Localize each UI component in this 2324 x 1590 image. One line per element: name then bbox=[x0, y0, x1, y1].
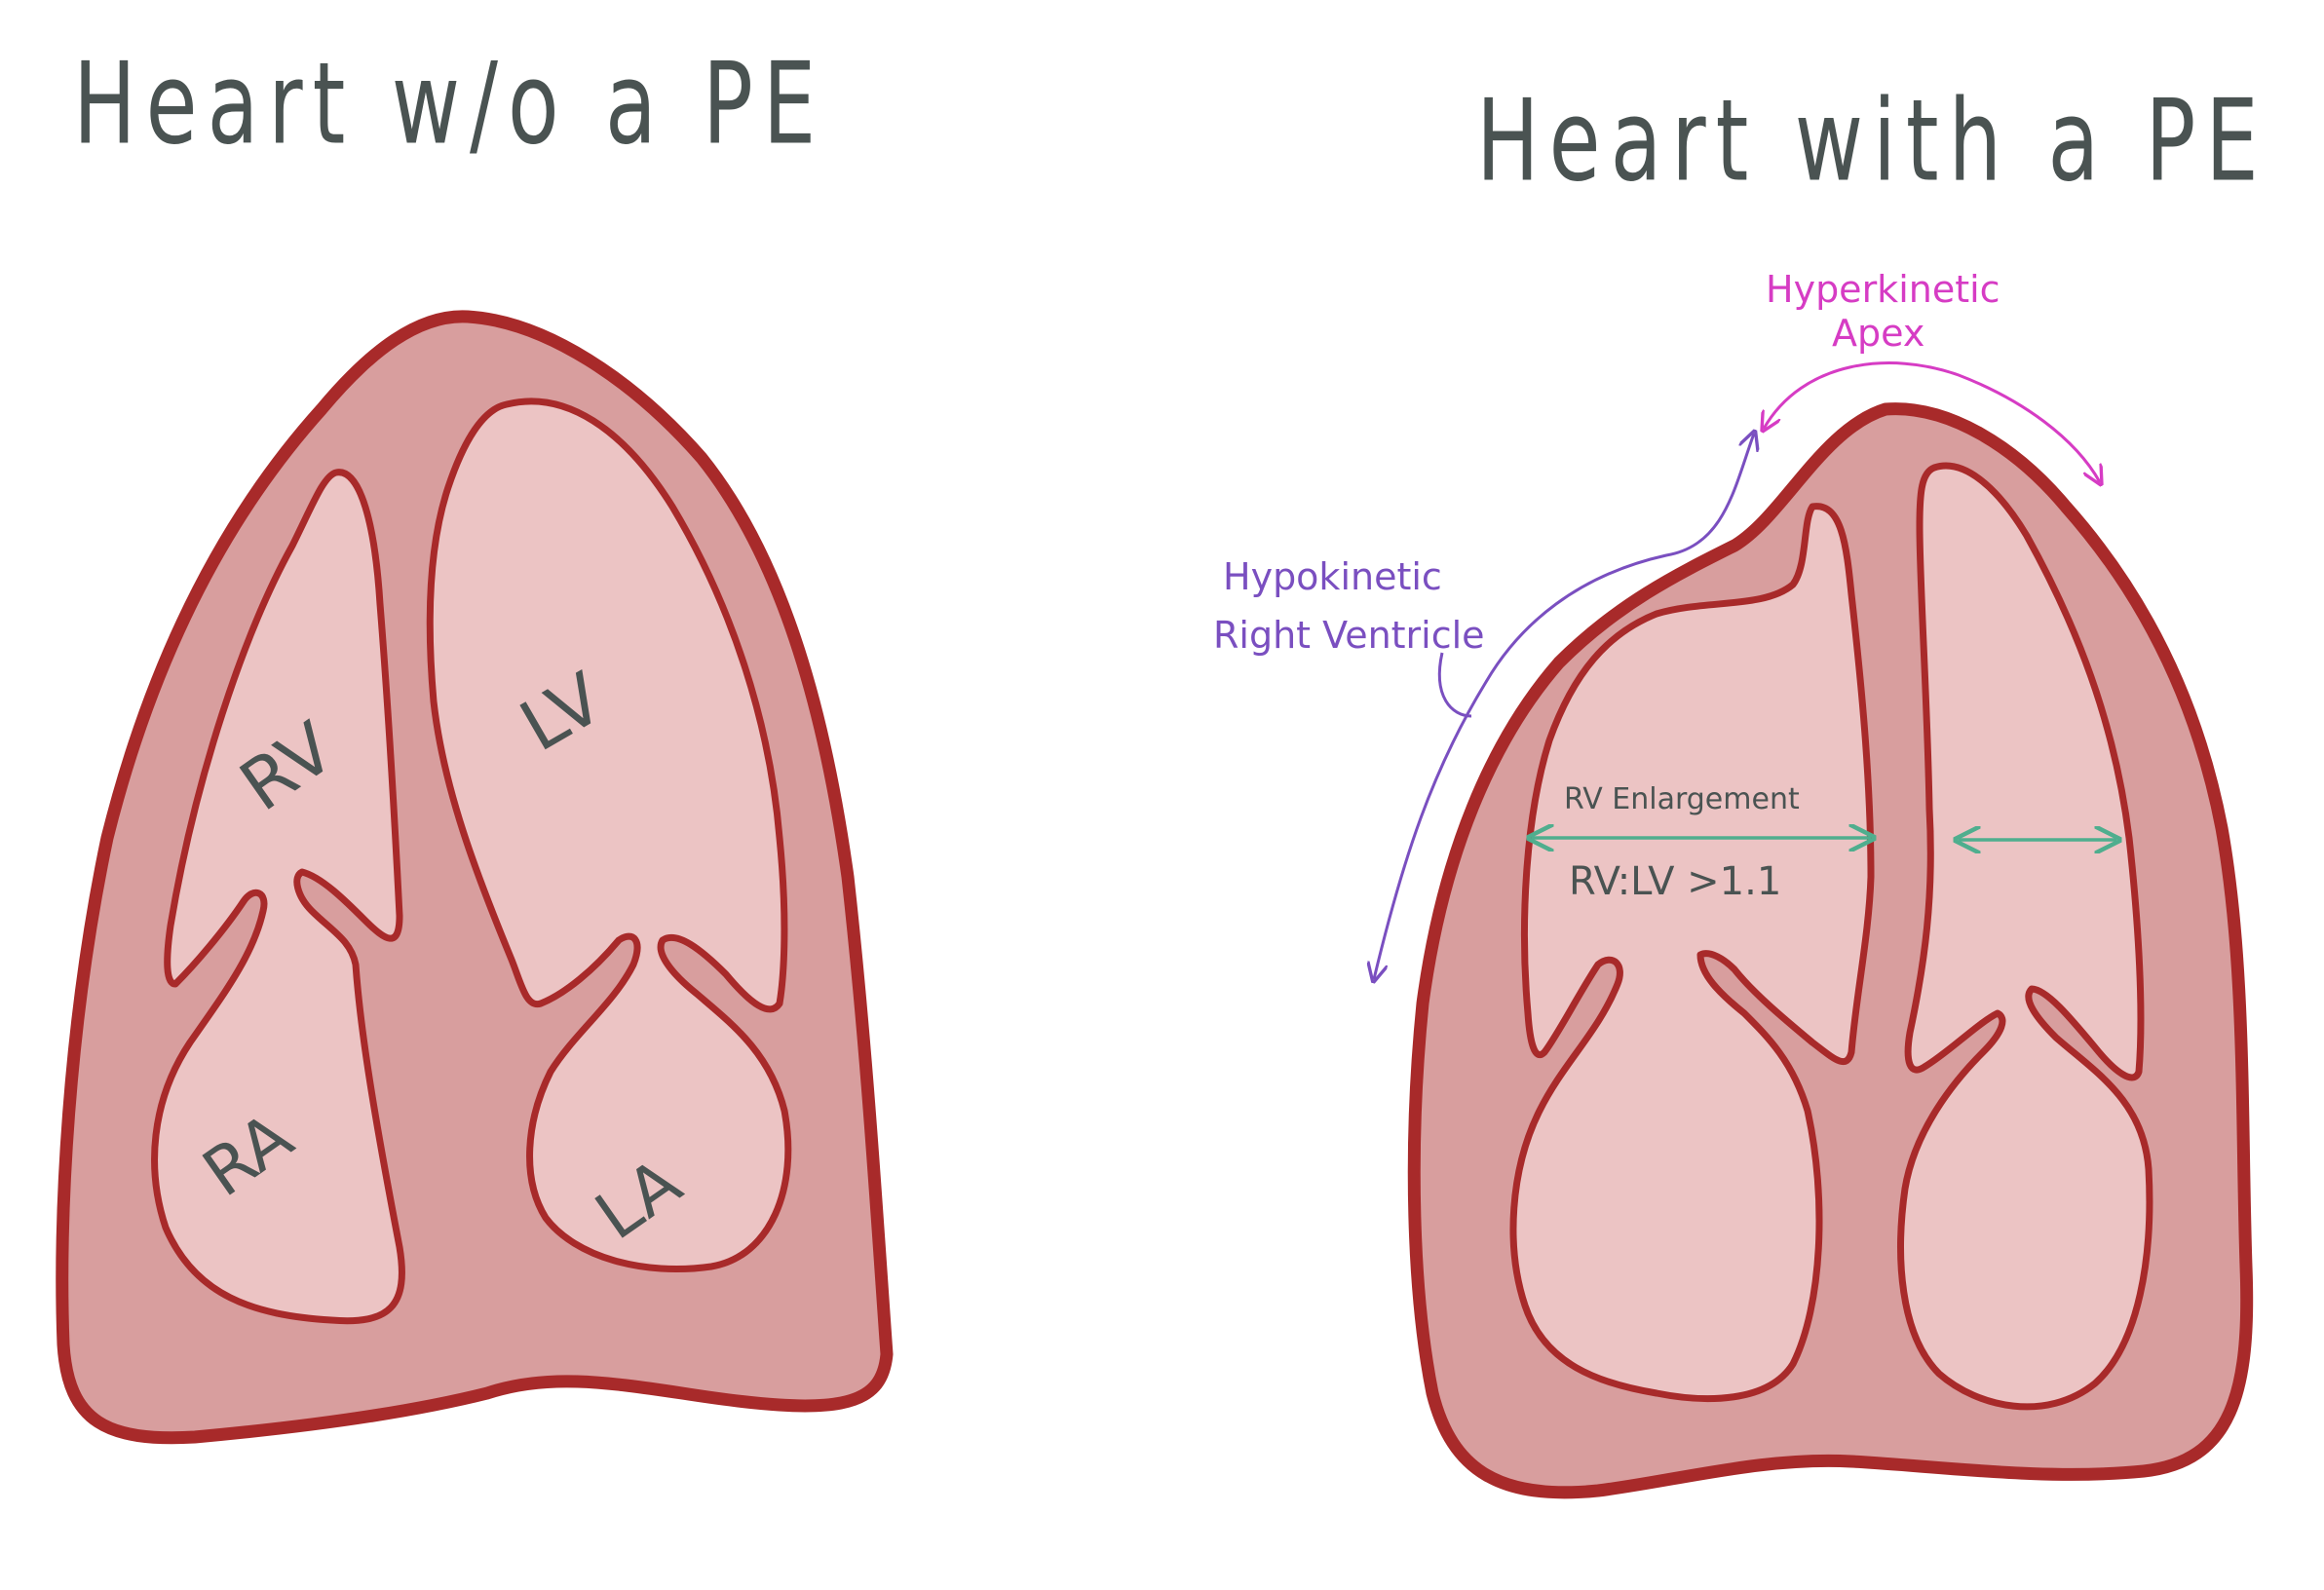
hyperkinetic-arrow bbox=[1764, 361, 2100, 482]
hypokinetic-arrow bbox=[1374, 434, 1754, 979]
rv-chamber-left bbox=[151, 469, 405, 1325]
rv-enlargement-label: RV Enlargement bbox=[1564, 782, 1800, 816]
heart-with-pe: Hypokinetic Right Ventricle Hyperkinetic… bbox=[1213, 268, 2254, 1499]
hypokinetic-label-line1: Hypokinetic bbox=[1223, 555, 1442, 598]
title-heart-with-pe: Heart with a PE bbox=[1476, 76, 2268, 208]
lv-chamber-left bbox=[426, 398, 792, 1272]
hypokinetic-label-line2: Right Ventricle bbox=[1213, 614, 1485, 657]
hyperkinetic-label-line2: Apex bbox=[1832, 312, 1924, 355]
rv-lv-ratio-label: RV:LV >1.1 bbox=[1569, 859, 1781, 904]
hyperkinetic-label-line1: Hyperkinetic bbox=[1766, 268, 2000, 311]
hypokinetic-leader bbox=[1437, 652, 1472, 718]
title-heart-without-pe: Heart w/o a PE bbox=[73, 39, 826, 170]
heart-without-pe: RV LV RA LA bbox=[56, 310, 894, 1445]
rv-chamber-right bbox=[1509, 503, 1875, 1403]
lv-chamber-right bbox=[1897, 462, 2153, 1411]
